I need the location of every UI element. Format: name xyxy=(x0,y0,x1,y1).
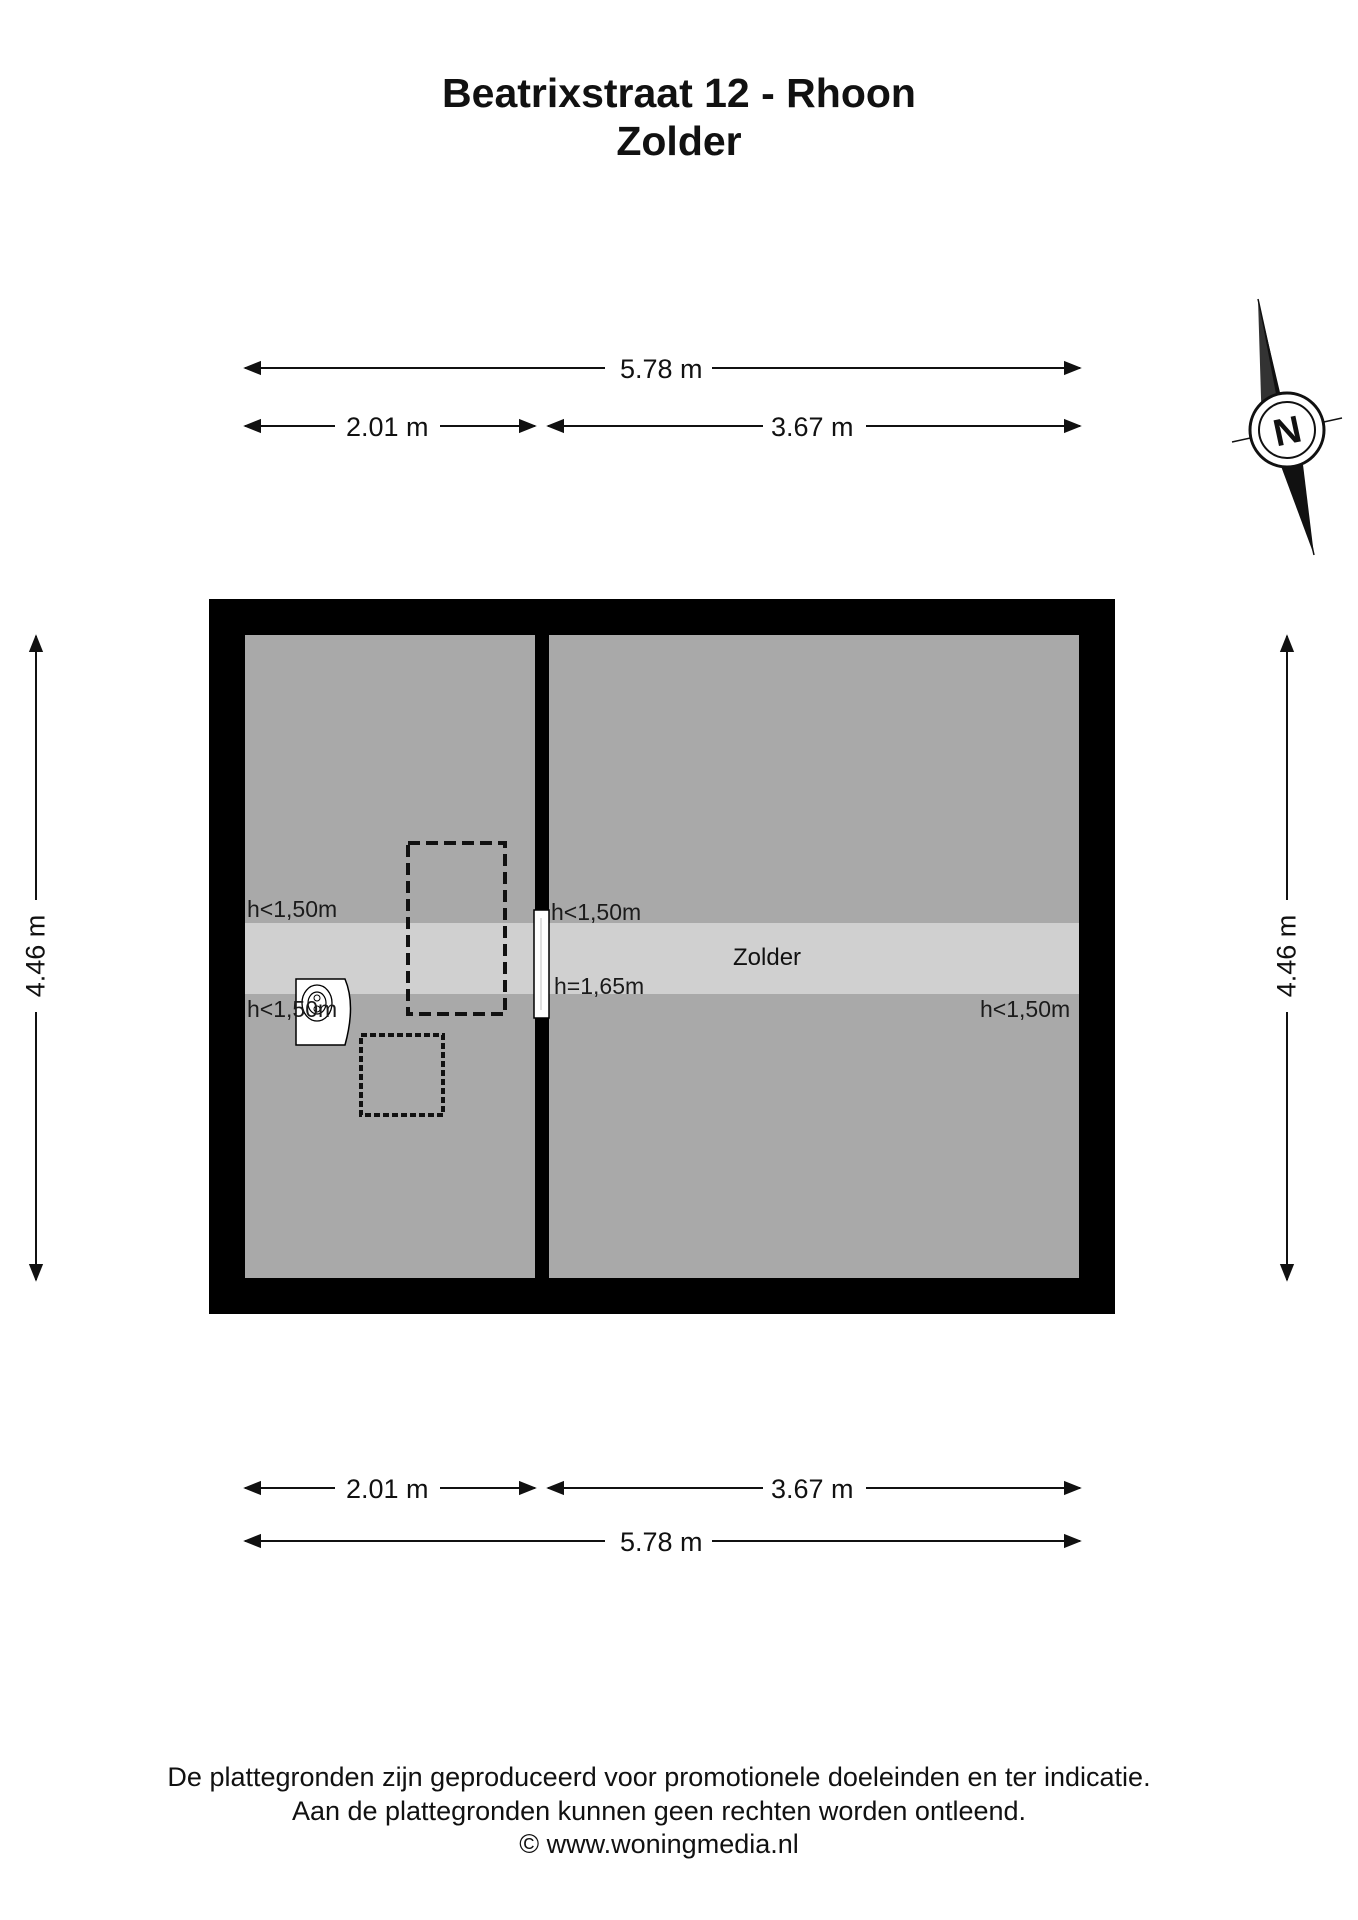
height-note-left-lower: h<1,50m xyxy=(247,996,338,1022)
page-title: Beatrixstraat 12 - Rhoon xyxy=(442,70,916,116)
top-left-dimension: 2.01 m xyxy=(346,412,429,442)
floor-title: Zolder xyxy=(616,118,742,164)
bottom-right-dimension: 3.67 m xyxy=(771,1474,854,1504)
height-note-right-lower: h<1,50m xyxy=(980,996,1071,1022)
compass-icon: N xyxy=(1231,298,1343,556)
left-headroom-band xyxy=(245,923,535,994)
right-height-dimension: 4.46 m xyxy=(1271,914,1302,998)
footer-disclaimer-line1: De plattegronden zijn geproduceerd voor … xyxy=(167,1762,1151,1792)
height-note-center-lower: h=1,65m xyxy=(554,973,645,999)
footer-copyright: © www.woningmedia.nl xyxy=(519,1829,799,1859)
top-right-dimension: 3.67 m xyxy=(771,412,854,442)
footer-disclaimer-line2: Aan de plattegronden kunnen geen rechten… xyxy=(291,1796,1027,1826)
bottom-left-dimension: 2.01 m xyxy=(346,1474,429,1504)
bottom-total-dimension: 5.78 m xyxy=(620,1527,703,1557)
zolder-room-label: Zolder xyxy=(733,944,802,971)
height-note-left-upper: h<1,50m xyxy=(247,896,338,922)
roof-hatch xyxy=(406,841,507,1016)
boiler-icon xyxy=(295,978,352,1046)
stair-hatch xyxy=(359,1033,445,1117)
left-height-dimension: 4.46 m xyxy=(20,914,51,998)
zolder-headroom-band xyxy=(549,923,1079,994)
height-note-center-upper: h<1,50m xyxy=(551,899,642,925)
top-total-dimension: 5.78 m xyxy=(620,354,703,384)
